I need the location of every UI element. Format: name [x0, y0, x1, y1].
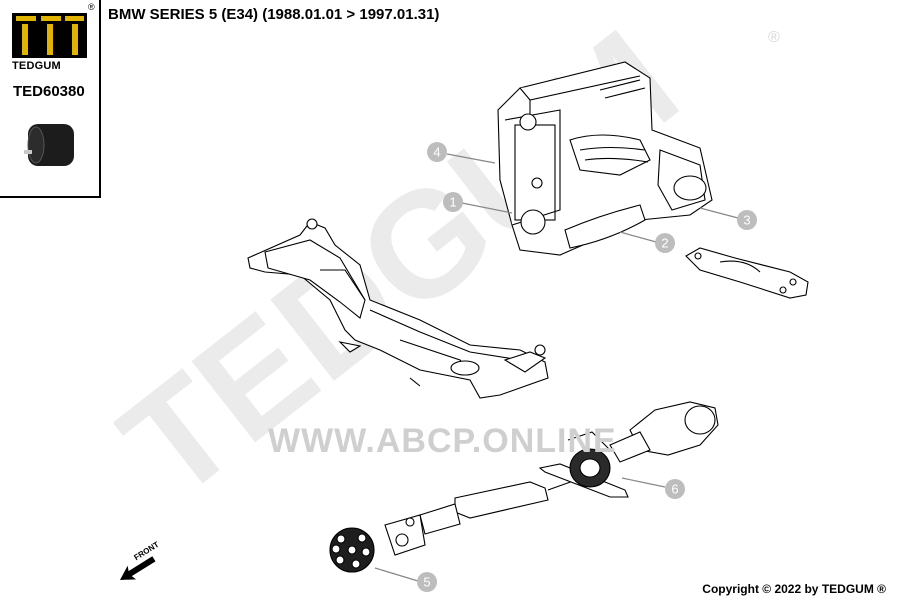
svg-text:2: 2 [661, 236, 668, 251]
registered-mark: ® [88, 2, 95, 12]
svg-text:3: 3 [743, 213, 750, 228]
svg-text:5: 5 [423, 575, 430, 590]
part-info-box: ® TEDGUM TED60380 [0, 0, 101, 198]
propeller-shaft [384, 401, 719, 556]
brand-name: TEDGUM [12, 60, 61, 72]
watermark-registered-mark: ® [768, 29, 780, 46]
vehicle-title: BMW SERIES 5 (E34) (1988.01.01 > 1997.01… [108, 6, 440, 23]
callout-6: 6 [621, 477, 685, 499]
callout-5: 5 [374, 567, 437, 592]
svg-text:4: 4 [433, 145, 440, 160]
front-direction-arrow: FRONT [120, 540, 161, 580]
engine [497, 61, 713, 256]
callout-1: 1 [443, 192, 513, 214]
tedgum-logo-icon [12, 13, 87, 166]
copyright: Copyright © 2022 by TEDGUM ® [702, 582, 886, 596]
front-subframe [247, 218, 549, 399]
part-number: TED60380 [13, 83, 85, 100]
gearbox-mount-bracket [685, 247, 809, 299]
callout-4: 4 [427, 142, 496, 164]
callout-3: 3 [699, 207, 757, 230]
svg-text:1: 1 [449, 195, 456, 210]
flex-disc [329, 527, 375, 573]
part-thumbnail [24, 124, 74, 166]
svg-text:6: 6 [671, 482, 678, 497]
front-label: FRONT [132, 540, 160, 562]
callout-2: 2 [619, 231, 675, 253]
center-support-bearing [538, 431, 629, 498]
watermark-url: WWW.ABCP.ONLINE [268, 422, 617, 460]
